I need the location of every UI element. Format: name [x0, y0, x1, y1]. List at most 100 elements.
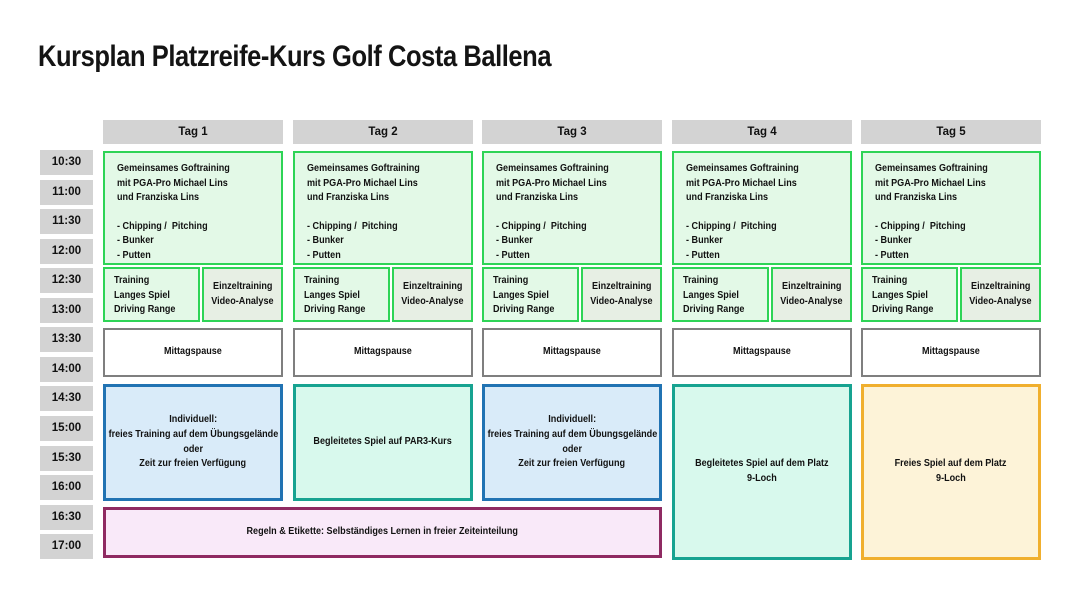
text-line: - Putten: [496, 250, 530, 262]
lunch-break-cell: Mittagspause: [482, 328, 662, 377]
text-line: mit PGA-Pro Michael Lins: [117, 177, 228, 189]
time-slot: 16:30: [40, 505, 93, 530]
individual-training-cell: Individuell: freies Training auf dem Übu…: [482, 384, 662, 501]
text-line: Begleitetes Spiel auf dem Platz: [695, 458, 829, 470]
text-line: - Putten: [307, 250, 341, 262]
text-line: Langes Spiel: [114, 289, 170, 301]
time-slot: 17:00: [40, 534, 93, 559]
text-line: Mittagspause: [922, 346, 980, 358]
text-line: - Putten: [875, 250, 909, 262]
text-line: Video-Analyse: [969, 295, 1032, 307]
video-analysis-cell: Einzeltraining Video-Analyse: [960, 267, 1041, 322]
text-line: Training: [683, 275, 719, 286]
text-line: - Chipping / Pitching: [496, 220, 587, 232]
long-game-training-cell: Training Langes Spiel Driving Range: [861, 267, 958, 322]
text-line: - Chipping / Pitching: [307, 220, 398, 232]
long-game-training-cell: Training Langes Spiel Driving Range: [482, 267, 579, 322]
time-slot: 14:00: [40, 357, 93, 382]
video-analysis-cell: Einzeltraining Video-Analyse: [392, 267, 473, 322]
lunch-break-cell: Mittagspause: [861, 328, 1041, 377]
text-line: Zeit zur freien Verfügung: [518, 458, 626, 470]
text-line: und Franziska Lins: [117, 192, 200, 204]
text-line: Video-Analyse: [590, 295, 653, 307]
time-slot: 10:30: [40, 150, 93, 175]
text-line: mit PGA-Pro Michael Lins: [496, 177, 607, 189]
text-line: - Bunker: [307, 235, 344, 247]
text-line: oder: [562, 443, 582, 455]
text-line: Driving Range: [493, 304, 555, 316]
text-line: Driving Range: [304, 304, 366, 316]
text-line: und Franziska Lins: [686, 192, 769, 204]
text-line: Mittagspause: [733, 346, 791, 358]
text-line: Freies Spiel auf dem Platz: [895, 458, 1007, 470]
morning-training-cell: Gemeinsames Goftraining mit PGA-Pro Mich…: [672, 151, 852, 265]
video-analysis-cell: Einzeltraining Video-Analyse: [202, 267, 283, 322]
text-line: Einzeltraining: [591, 280, 652, 292]
text-line: freies Training auf dem Übungsgelände: [108, 428, 278, 440]
time-slot: 13:00: [40, 298, 93, 323]
time-slot: 16:00: [40, 475, 93, 500]
text-line: - Bunker: [496, 235, 533, 247]
time-slot: 13:30: [40, 327, 93, 352]
text-line: - Bunker: [686, 235, 723, 247]
text-line: 9-Loch: [936, 473, 966, 484]
time-slot: 11:30: [40, 209, 93, 234]
text-line: Individuell:: [548, 414, 596, 426]
guided-9hole-play-cell: Begleitetes Spiel auf dem Platz 9-Loch: [672, 384, 852, 560]
text-line: Gemeinsames Goftraining: [117, 163, 230, 174]
text-line: Regeln & Etikette: Selbständiges Lernen …: [246, 526, 519, 538]
long-game-training-cell: Training Langes Spiel Driving Range: [672, 267, 769, 322]
text-line: Driving Range: [683, 304, 745, 316]
text-line: Video-Analyse: [211, 295, 274, 307]
text-line: 9-Loch: [747, 473, 777, 484]
text-line: und Franziska Lins: [496, 192, 579, 204]
video-analysis-cell: Einzeltraining Video-Analyse: [581, 267, 662, 322]
free-9hole-play-cell: Freies Spiel auf dem Platz 9-Loch: [861, 384, 1041, 560]
rules-etiquette-cell: Regeln & Etikette: Selbständiges Lernen …: [103, 507, 662, 558]
text-line: Video-Analyse: [401, 295, 464, 307]
text-line: Gemeinsames Goftraining: [875, 163, 988, 174]
text-line: Gemeinsames Goftraining: [307, 163, 420, 174]
text-line: Gemeinsames Goftraining: [496, 163, 609, 174]
text-line: Einzeltraining: [970, 280, 1031, 292]
individual-training-cell: Individuell: freies Training auf dem Übu…: [103, 384, 283, 501]
day-header-tag4: Tag 4: [672, 120, 852, 144]
text-line: - Putten: [117, 250, 151, 262]
text-line: mit PGA-Pro Michael Lins: [875, 177, 986, 189]
text-line: Training: [872, 275, 908, 286]
text-line: Training: [304, 275, 340, 286]
text-line: Einzeltraining: [781, 280, 842, 292]
text-line: - Chipping / Pitching: [875, 220, 966, 232]
text-line: Langes Spiel: [304, 289, 360, 301]
text-line: Driving Range: [872, 304, 934, 316]
text-line: Driving Range: [114, 304, 176, 316]
text-line: mit PGA-Pro Michael Lins: [307, 177, 418, 189]
text-line: - Chipping / Pitching: [117, 220, 208, 232]
video-analysis-cell: Einzeltraining Video-Analyse: [771, 267, 852, 322]
text-line: Individuell:: [169, 414, 217, 426]
text-line: Langes Spiel: [683, 289, 739, 301]
time-slot: 12:00: [40, 239, 93, 264]
time-slot: 11:00: [40, 180, 93, 205]
text-line: Video-Analyse: [780, 295, 843, 307]
text-line: Training: [493, 275, 529, 286]
text-line: Begleitetes Spiel auf PAR3-Kurs: [313, 436, 453, 448]
page-title: Kursplan Platzreife-Kurs Golf Costa Ball…: [38, 40, 552, 73]
text-line: Gemeinsames Goftraining: [686, 163, 799, 174]
text-line: Mittagspause: [164, 346, 222, 358]
time-slot: 12:30: [40, 268, 93, 293]
morning-training-cell: Gemeinsames Goftraining mit PGA-Pro Mich…: [293, 151, 473, 265]
time-slot: 15:30: [40, 446, 93, 471]
text-line: - Bunker: [875, 235, 912, 247]
text-line: - Putten: [686, 250, 720, 262]
text-line: Mittagspause: [543, 346, 601, 358]
text-line: und Franziska Lins: [307, 192, 390, 204]
text-line: freies Training auf dem Übungsgelände: [487, 428, 657, 440]
lunch-break-cell: Mittagspause: [103, 328, 283, 377]
text-line: Zeit zur freien Verfügung: [139, 458, 247, 470]
text-line: Langes Spiel: [872, 289, 928, 301]
day-header-tag3: Tag 3: [482, 120, 662, 144]
time-slot: 15:00: [40, 416, 93, 441]
morning-training-cell: Gemeinsames Goftraining mit PGA-Pro Mich…: [103, 151, 283, 265]
text-line: - Chipping / Pitching: [686, 220, 777, 232]
